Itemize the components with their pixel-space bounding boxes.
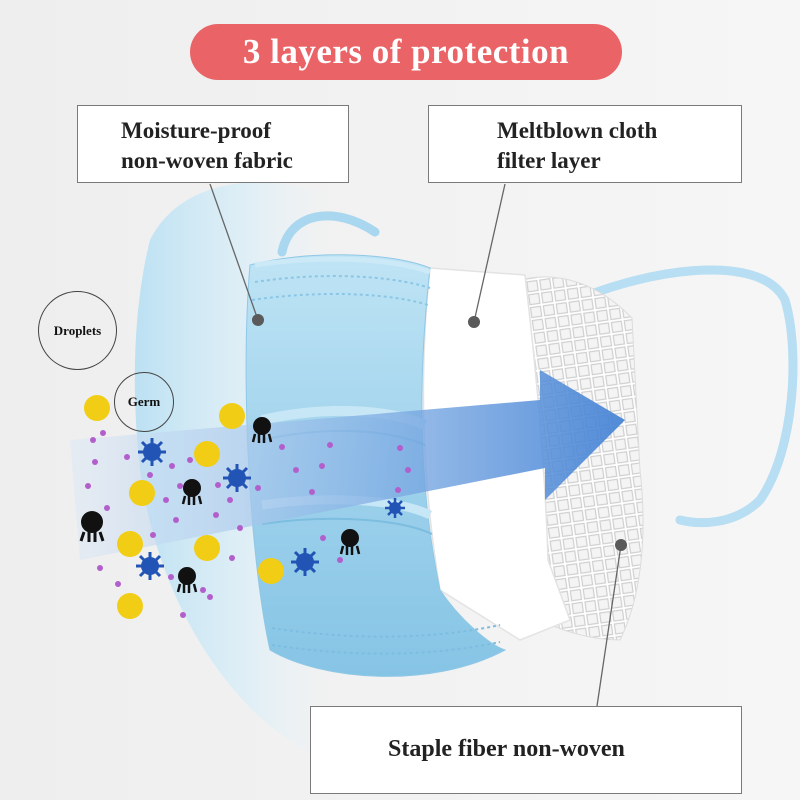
outer-layer-label: Moisture-proof non-woven fabric — [77, 105, 349, 183]
page-title: 3 layers of protection — [190, 24, 622, 80]
inner-layer-text: Staple fiber non-woven — [388, 734, 625, 764]
middle-layer-label: Meltblown cloth filter layer — [428, 105, 742, 183]
outer-layer-line-1: Moisture-proof — [121, 116, 293, 146]
droplets-label: Droplets — [38, 291, 117, 370]
germ-label: Germ — [114, 372, 174, 432]
middle-layer-line-1: Meltblown cloth — [497, 116, 657, 146]
inner-layer-label: Staple fiber non-woven — [310, 706, 742, 794]
outer-layer-line-2: non-woven fabric — [121, 146, 293, 176]
middle-layer-line-2: filter layer — [497, 146, 657, 176]
